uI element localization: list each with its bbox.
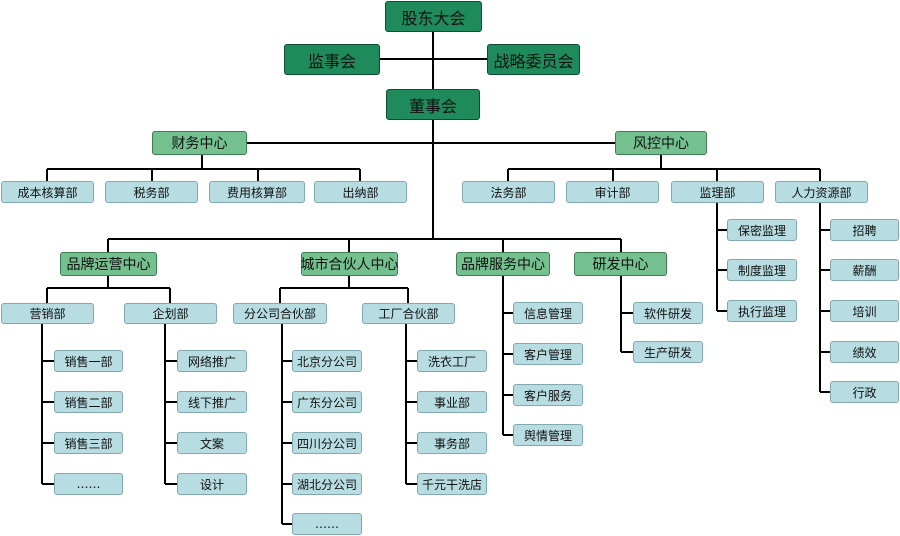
branch-item-node: 广东分公司	[292, 391, 362, 413]
risk-dept-node: 法务部	[462, 181, 555, 203]
supervision-item-node: 制度监理	[727, 259, 797, 281]
hr-item-node: 招聘	[830, 219, 899, 241]
hr-item-node: 绩效	[830, 341, 899, 363]
risk-dept-node: 监理部	[671, 181, 764, 203]
brand-operations-center-node: 品牌运营中心	[60, 252, 157, 276]
city-partner-center-node: 城市合伙人中心	[301, 252, 399, 276]
finance-dept-node: 税务部	[105, 181, 198, 203]
planning-item-node: 设计	[177, 473, 247, 495]
rnd-item-node: 软件研发	[633, 302, 703, 324]
board-of-directors-node: 董事会	[386, 89, 480, 120]
brand-service-item-node: 客户服务	[513, 384, 583, 406]
factory-item-node: 事业部	[417, 391, 487, 413]
branch-item-node: 湖北分公司	[292, 473, 362, 495]
marketing-item-node: ……	[54, 473, 123, 495]
rnd-item-node: 生产研发	[633, 341, 703, 363]
shareholders-meeting-node: 股东大会	[385, 1, 482, 32]
marketing-item-node: 销售二部	[54, 391, 123, 413]
factory-item-node: 事务部	[417, 432, 487, 454]
risk-control-center-node: 风控中心	[615, 131, 707, 155]
finance-center-node: 财务中心	[152, 131, 247, 155]
branch-partner-dept-node: 分公司合伙部	[233, 303, 327, 324]
risk-dept-node: 人力资源部	[775, 181, 868, 203]
hr-item-node: 培训	[830, 300, 899, 322]
supervision-item-node: 保密监理	[727, 219, 797, 241]
factory-item-node: 洗衣工厂	[417, 350, 487, 372]
hr-item-node: 行政	[830, 381, 899, 403]
planning-item-node: 网络推广	[177, 350, 247, 372]
brand-service-item-node: 客户管理	[513, 343, 583, 365]
supervision-item-node: 执行监理	[727, 300, 797, 322]
factory-item-node: 千元干洗店	[417, 473, 487, 495]
marketing-item-node: 销售一部	[54, 350, 123, 372]
finance-dept-node: 出纳部	[314, 181, 407, 203]
brand-service-item-node: 舆情管理	[513, 424, 583, 446]
hr-item-node: 薪酬	[830, 259, 899, 281]
planning-item-node: 文案	[177, 432, 247, 454]
factory-partner-dept-node: 工厂合伙部	[362, 303, 455, 324]
marketing-item-node: 销售三部	[54, 432, 123, 454]
finance-dept-node: 成本核算部	[1, 181, 94, 203]
branch-item-node: 四川分公司	[292, 432, 362, 454]
finance-dept-node: 费用核算部	[209, 181, 305, 203]
branch-item-node: 北京分公司	[292, 350, 362, 372]
rnd-center-node: 研发中心	[574, 252, 667, 276]
risk-dept-node: 审计部	[566, 181, 659, 203]
supervisory-board-node: 监事会	[284, 44, 380, 75]
strategy-committee-node: 战略委员会	[487, 44, 580, 75]
brand-service-center-node: 品牌服务中心	[456, 252, 550, 276]
brand-service-item-node: 信息管理	[513, 302, 583, 324]
marketing-dept-node: 营销部	[1, 303, 94, 324]
planning-item-node: 线下推广	[177, 391, 247, 413]
branch-item-node: ……	[292, 513, 362, 535]
planning-dept-node: 企划部	[124, 303, 217, 324]
